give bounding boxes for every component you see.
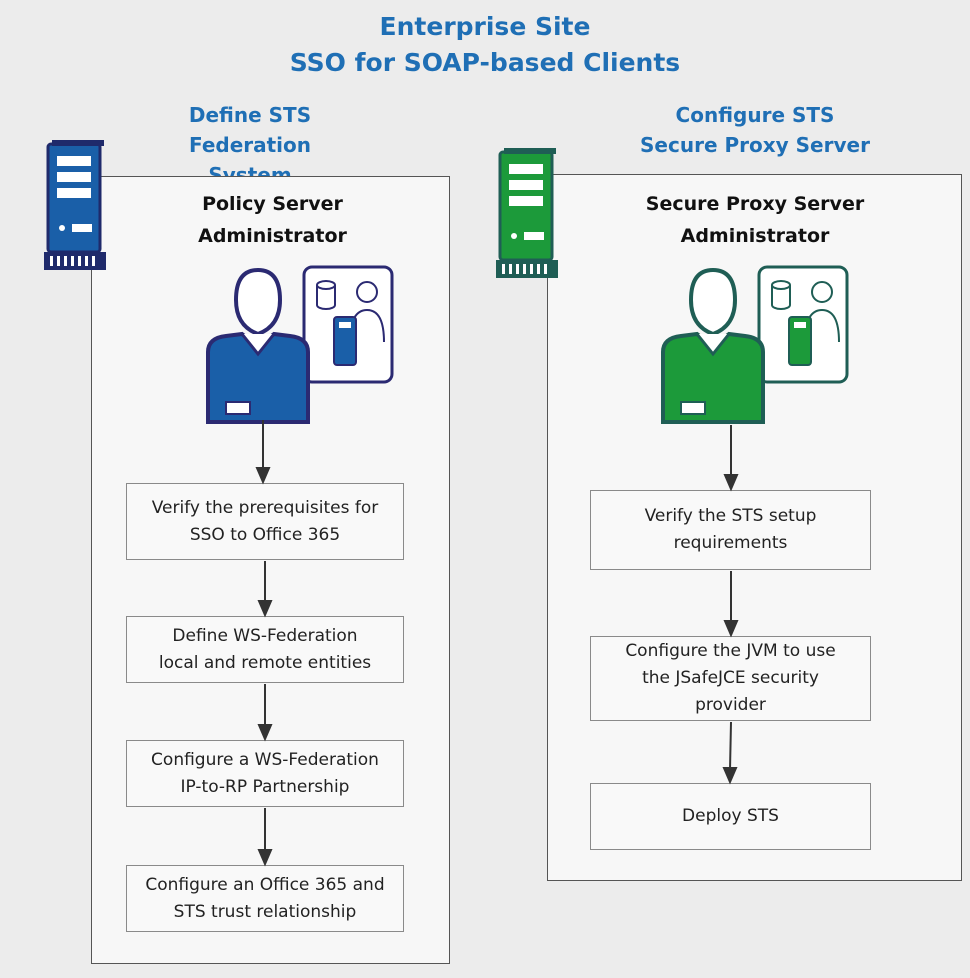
server-green-icon: [496, 148, 558, 278]
right-step-3: Deploy STS: [590, 783, 871, 850]
left-role-label: Policy Server Administrator: [150, 188, 395, 252]
right-role-line2: Administrator: [680, 225, 830, 247]
left-step-4: Configure an Office 365 and STS trust re…: [126, 865, 404, 932]
left-role-line2: Administrator: [198, 225, 347, 247]
administrator-green-icon: [661, 265, 849, 424]
left-column-heading: Define STS Federation System: [150, 100, 350, 190]
right-step-1: Verify the STS setup requirements: [590, 490, 871, 570]
right-step-2: Configure the JVM to use the JSafeJCE se…: [590, 636, 871, 721]
right-role-label: Secure Proxy Server Administrator: [610, 188, 900, 252]
right-heading-line2: Secure Proxy Server: [640, 133, 870, 157]
right-heading-line1: Configure STS: [675, 103, 835, 127]
left-step-2: Define WS-Federation local and remote en…: [126, 616, 404, 683]
left-role-line1: Policy Server: [202, 193, 343, 215]
left-heading-line1: Define STS: [188, 103, 312, 127]
left-step-1: Verify the prerequisites for SSO to Offi…: [126, 483, 404, 560]
right-role-line1: Secure Proxy Server: [645, 193, 865, 215]
server-blue-icon: [44, 140, 106, 270]
diagram-title-line1: Enterprise Site: [379, 12, 591, 41]
left-step-3: Configure a WS-Federation IP-to-RP Partn…: [126, 740, 404, 807]
administrator-blue-icon: [206, 265, 394, 424]
diagram-title-line2: SSO for SOAP-based Clients: [289, 48, 681, 77]
right-column-heading: Configure STS Secure Proxy Server: [625, 100, 885, 160]
